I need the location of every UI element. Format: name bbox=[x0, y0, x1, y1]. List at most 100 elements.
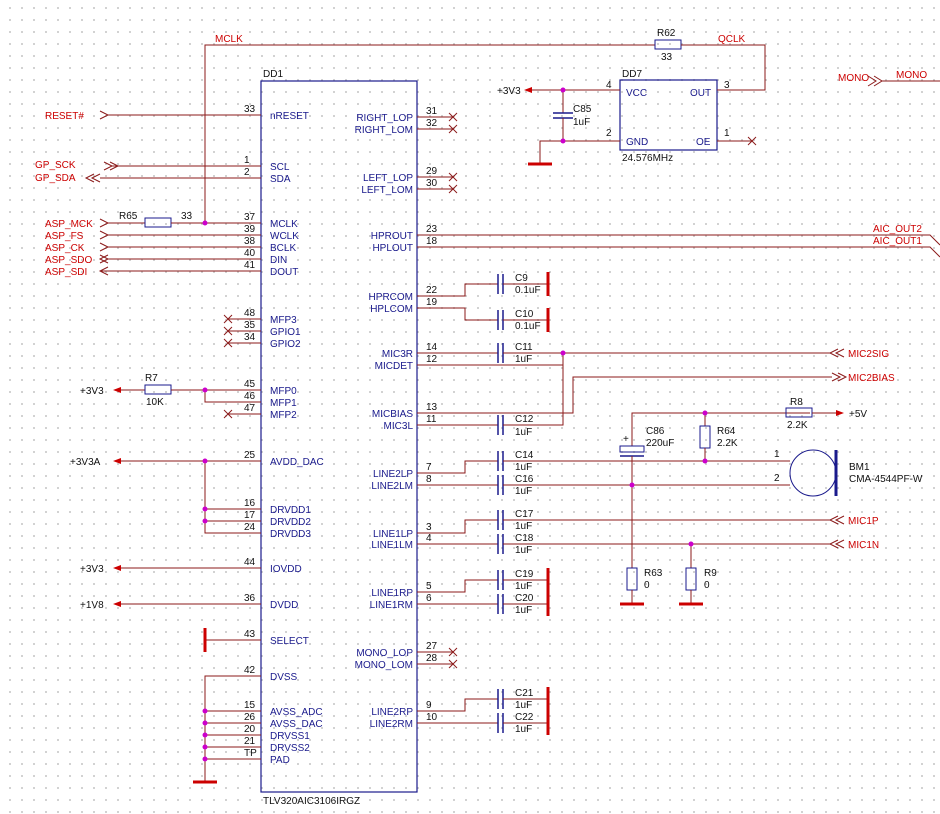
chip-pin-number: 13 bbox=[426, 402, 438, 413]
chip-pin-number: 27 bbox=[426, 641, 438, 652]
chip-pin-number: 8 bbox=[426, 474, 432, 485]
chip-pin-name: LINE1LP bbox=[373, 529, 413, 540]
chip-pin-number: 18 bbox=[426, 236, 438, 247]
chip-pin-name: LEFT_LOM bbox=[361, 185, 413, 196]
chip-pin-number: 36 bbox=[244, 593, 256, 604]
c16-ref: C16 bbox=[515, 474, 534, 485]
chip-pin-name: LINE1RP bbox=[371, 588, 413, 599]
chip-pin-number: 20 bbox=[244, 724, 256, 735]
net-label-reset: RESET# bbox=[45, 111, 84, 122]
osc-pin-name-gnd: GND bbox=[626, 137, 648, 148]
chip-pin-number: 39 bbox=[244, 224, 256, 235]
r7-ref: R7 bbox=[145, 373, 158, 384]
chip-pin-number: 47 bbox=[244, 403, 256, 414]
net-label-mono-in: MONO bbox=[838, 73, 869, 84]
chip-pin-number: 28 bbox=[426, 653, 438, 664]
net-label-3v3-iovdd: +3V3 bbox=[80, 564, 104, 575]
power-arrow bbox=[113, 458, 121, 464]
chip-pin-number: 22 bbox=[426, 285, 438, 296]
r63-ref: R63 bbox=[644, 568, 663, 579]
chip-pin-name: SDA bbox=[270, 174, 291, 185]
bm1-pin2: 2 bbox=[774, 473, 780, 484]
chip-pin-number: 35 bbox=[244, 320, 256, 331]
chip-pin-number: 15 bbox=[244, 700, 256, 711]
net-label-asp-mck: ASP_MCK bbox=[45, 219, 93, 230]
c21-ref: C21 bbox=[515, 688, 534, 699]
chip-pin-number: 44 bbox=[244, 557, 256, 568]
chip-pin-name: RIGHT_LOM bbox=[355, 125, 413, 136]
chip-pin-name: AVSS_ADC bbox=[270, 707, 323, 718]
net-label-gp-sck: GP_SCK bbox=[35, 160, 76, 171]
chip-pin-name: DRVSS1 bbox=[270, 731, 310, 742]
chip-pin-number: 6 bbox=[426, 593, 432, 604]
c12-ref: C12 bbox=[515, 414, 534, 425]
microphone-bm1: 1 2 BM1 CMA-4544PF-W bbox=[774, 449, 923, 497]
net-label-5v: +5V bbox=[849, 409, 867, 420]
c16-value: 1uF bbox=[515, 486, 532, 497]
power-arrow bbox=[113, 565, 121, 571]
oscillator-body bbox=[619, 79, 718, 151]
c17-value: 1uF bbox=[515, 521, 532, 532]
r9-ref: R9 bbox=[704, 568, 717, 579]
c14-value: 1uF bbox=[515, 462, 532, 473]
chip-pin-name: PAD bbox=[270, 755, 290, 766]
osc-pin-num-vcc: 4 bbox=[606, 80, 612, 91]
r64-ref: R64 bbox=[717, 426, 736, 437]
chip-pin-number: 26 bbox=[244, 712, 256, 723]
chip-pin-number: 10 bbox=[426, 712, 438, 723]
net-label-asp-sdo: ASP_SDO bbox=[45, 255, 92, 266]
net-label-3v3a: +3V3A bbox=[70, 457, 101, 468]
bm1-pin1: 1 bbox=[774, 449, 780, 460]
r8-value: 2.2K bbox=[787, 420, 808, 431]
c86-value: 220uF bbox=[646, 438, 674, 449]
chip-pin-number: 12 bbox=[426, 354, 438, 365]
chip-pin-name: IOVDD bbox=[270, 564, 302, 575]
chip-pin-name: MFP1 bbox=[270, 398, 297, 409]
net-label-aic-out2: AIC_OUT2 bbox=[873, 224, 922, 235]
chip-body bbox=[260, 80, 418, 793]
chip-pin-number: 46 bbox=[244, 391, 256, 402]
chip-pin-number: 4 bbox=[426, 533, 432, 544]
net-label-1v8: +1V8 bbox=[80, 600, 104, 611]
bm1-ref: BM1 bbox=[849, 462, 870, 473]
chip-pin-name: MCLK bbox=[270, 219, 298, 230]
no-connect-mark bbox=[448, 112, 458, 669]
chip-pin-number: 16 bbox=[244, 498, 256, 509]
chip-pin-number: 14 bbox=[426, 342, 438, 353]
chip-pin-name: MIC3R bbox=[382, 349, 413, 360]
chip-pin-name: SCL bbox=[270, 162, 290, 173]
r7-value: 10K bbox=[146, 397, 164, 408]
chip-pin-name: DOUT bbox=[270, 267, 298, 278]
chip-pin-number: 37 bbox=[244, 212, 256, 223]
chip-pin-name: DRVSS2 bbox=[270, 743, 310, 754]
osc-pin-num-gnd: 2 bbox=[606, 128, 612, 139]
r9-value: 0 bbox=[704, 580, 710, 591]
c86-polarity: + bbox=[623, 434, 629, 445]
chip-pin-number: 24 bbox=[244, 522, 256, 533]
osc-pin-name-oe: OE bbox=[696, 137, 711, 148]
chip-pin-name: MIC3L bbox=[384, 421, 414, 432]
net-label-mic1n: MIC1N bbox=[848, 540, 879, 551]
c18-value: 1uF bbox=[515, 545, 532, 556]
net-label-asp-ck: ASP_CK bbox=[45, 243, 85, 254]
chip-pin-number: 3 bbox=[426, 522, 432, 533]
chip-pin-number: 25 bbox=[244, 450, 256, 461]
net-label-gp-sda: GP_SDA bbox=[35, 173, 76, 184]
chip-pin-name: DVDD bbox=[270, 600, 298, 611]
r65-ref: R65 bbox=[119, 211, 138, 222]
c10-ref: C10 bbox=[515, 309, 534, 320]
chip-pin-number: 40 bbox=[244, 248, 256, 259]
c18-ref: C18 bbox=[515, 533, 534, 544]
net-label-mclk: MCLK bbox=[215, 34, 243, 45]
chip-pin-name: RIGHT_LOP bbox=[356, 113, 413, 124]
net-label-mono-out: MONO bbox=[896, 70, 927, 81]
c20-value: 1uF bbox=[515, 605, 532, 616]
osc-pin-num-out: 3 bbox=[724, 80, 730, 91]
net-label-qclk: QCLK bbox=[718, 34, 746, 45]
chip-pin-name: MICDET bbox=[375, 361, 413, 372]
chip-pin-number: 31 bbox=[426, 106, 438, 117]
chip-pin-name: LINE1RM bbox=[370, 600, 413, 611]
chip-pin-number: 33 bbox=[244, 104, 256, 115]
chip-pin-name: MONO_LOM bbox=[355, 660, 413, 671]
c22-value: 1uF bbox=[515, 724, 532, 735]
